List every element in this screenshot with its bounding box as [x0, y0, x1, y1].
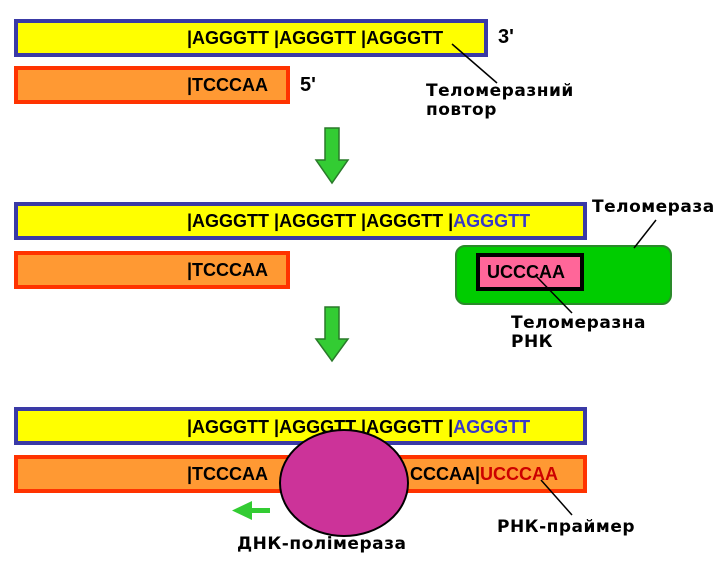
down-arrow-icon: [314, 127, 350, 185]
repeat-pointer-line: [451, 43, 498, 84]
panel3-top-sequence-new: AGGGTT: [453, 417, 531, 437]
panel1-5prime-label: 5': [300, 74, 316, 96]
rna-pointer-line: [535, 275, 573, 314]
telomerase-label: Теломераза: [592, 197, 715, 217]
panel1-top-sequence: |AGGGTT |AGGGTT |AGGGTT: [187, 28, 444, 48]
panel2-bottom-sequence: |TCCCAA: [187, 260, 269, 280]
panel3-bottom-sequence-right: CCCAA|UCCCAA: [410, 464, 558, 484]
panel2-top-sequence-new: AGGGTT: [453, 211, 531, 231]
primer-pointer-line: [540, 479, 573, 516]
down-arrow-icon: [314, 306, 350, 363]
panel2-top-strand: [14, 202, 587, 240]
panel2-top-sequence: |AGGGTT |AGGGTT |AGGGTT |AGGGTT: [187, 211, 530, 231]
panel2-top-sequence-old: |AGGGTT |AGGGTT |AGGGTT |: [187, 211, 454, 231]
panel1-bottom-sequence: |TCCCAA: [187, 75, 269, 95]
telomerase-rna-label-line1: Теломеразна: [511, 313, 646, 333]
panel1-top-strand: [14, 19, 488, 57]
telomerase-rna-label-line2: РНК: [511, 332, 554, 352]
rna-template-sequence: UCCCAA: [487, 262, 565, 282]
panel1-3prime-label: 3': [498, 26, 514, 48]
panel3-rna-primer-sequence: UCCCAA: [480, 464, 559, 484]
panel3-top-sequence-old: |AGGGTT |AGGGTT |AGGGTT |: [187, 417, 454, 437]
telomerase-rna-template: [476, 253, 584, 291]
panel3-bottom-sequence-left: |TCCCAA: [187, 464, 269, 484]
dna-polymerase: [279, 429, 409, 537]
panel2-bottom-strand: [14, 251, 290, 289]
left-arrow-icon: [232, 501, 270, 520]
panel3-top-sequence: |AGGGTT |AGGGTT |AGGGTT |AGGGTT: [187, 417, 530, 437]
rna-primer-label: РНК-праймер: [497, 517, 636, 537]
panel3-bottom-sequence-dna: CCCAA|: [410, 464, 481, 484]
telomeric-repeat-label-line2: повтор: [426, 100, 497, 120]
telomeric-repeat-label-line1: Теломеразний: [426, 81, 574, 101]
panel1-bottom-strand: [14, 66, 290, 104]
telomerase-pointer-line: [633, 219, 657, 249]
dna-polymerase-label: ДНК-полімераза: [237, 534, 407, 554]
